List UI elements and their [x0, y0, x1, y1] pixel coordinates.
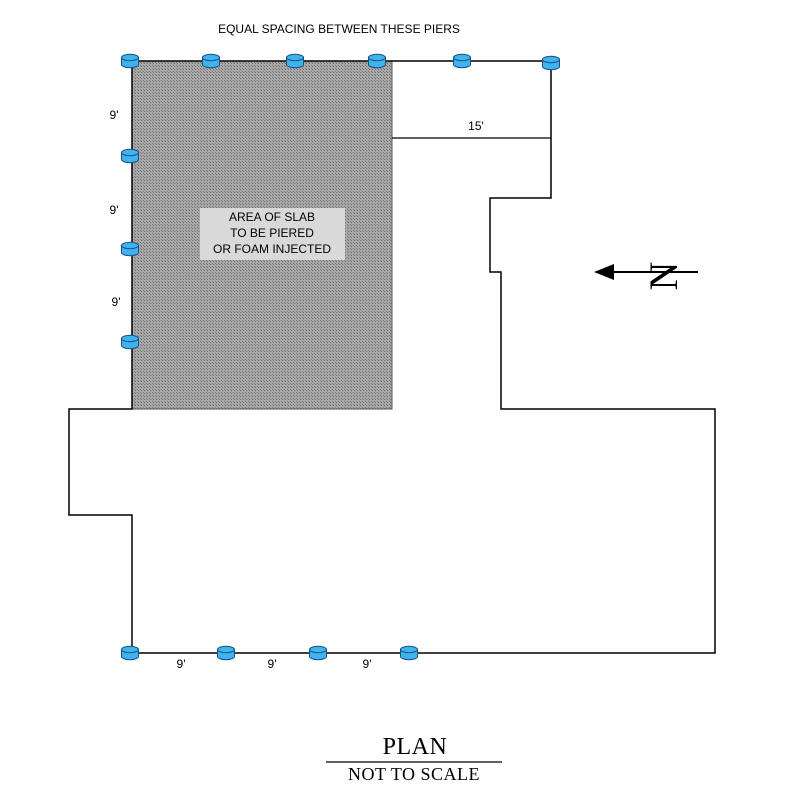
dimension-bottom-1: 9' — [177, 657, 186, 671]
dimension-left-3: 9' — [112, 295, 121, 309]
slab-label-line-2: TO BE PIERED — [230, 226, 314, 240]
dimension-bottom-2: 9' — [268, 657, 277, 671]
north-arrow: N — [594, 262, 698, 291]
slab-label-line-1: AREA OF SLAB — [229, 210, 315, 224]
pier-8 — [121, 241, 139, 257]
slab-label-line-3: OR FOAM INJECTED — [213, 242, 331, 256]
plan-title: PLAN — [383, 734, 448, 760]
slab-label-box — [200, 208, 345, 260]
pier-1 — [121, 53, 139, 69]
pier-2 — [202, 53, 220, 69]
pier-7 — [121, 148, 139, 164]
building-outline — [68, 60, 716, 654]
pier-5 — [453, 53, 471, 69]
pier-13 — [400, 645, 418, 661]
pier-10 — [121, 645, 139, 661]
piers-group — [121, 53, 560, 661]
pier-9 — [121, 334, 139, 350]
north-arrow-head-icon — [594, 264, 614, 280]
dimension-left-1: 9' — [110, 108, 119, 122]
pier-11 — [217, 645, 235, 661]
dimension-left-2: 9' — [110, 203, 119, 217]
dimension-bottom-3: 9' — [363, 657, 372, 671]
pier-3 — [286, 53, 304, 69]
dimension-top-right: 15' — [468, 119, 484, 133]
plan-subtitle: NOT TO SCALE — [348, 764, 480, 784]
pier-4 — [368, 53, 386, 69]
pier-12 — [309, 645, 327, 661]
header-note: EQUAL SPACING BETWEEN THESE PIERS — [218, 22, 460, 36]
north-letter: N — [641, 262, 686, 291]
pier-6 — [542, 55, 560, 71]
